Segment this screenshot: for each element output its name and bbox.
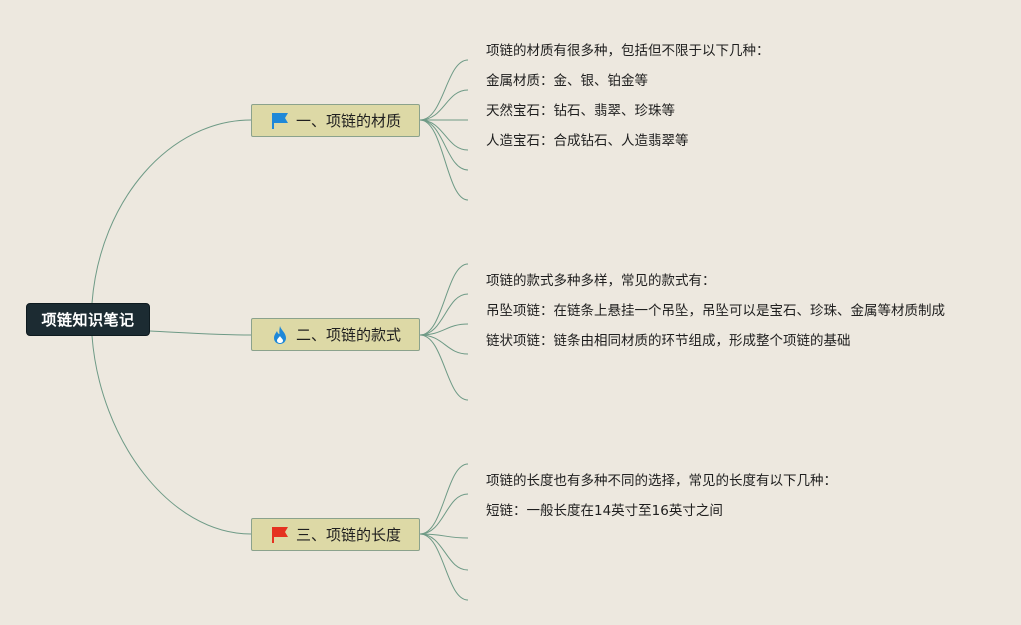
blue-flag-icon: [271, 112, 288, 129]
leaf-item[interactable]: 项链的长度也有多种不同的选择，常见的长度有以下几种：: [486, 473, 837, 489]
connector-branch-leaf: [419, 323, 469, 336]
connector-branch-leaf: [419, 493, 469, 535]
leaf-item[interactable]: 金属材质：金、银、铂金等: [486, 73, 648, 89]
leaf-item[interactable]: 人造宝石：合成钻石、人造翡翠等: [486, 133, 689, 149]
connector-branch-leaf: [419, 119, 469, 151]
branch-topic-label: 三、项链的长度: [295, 526, 401, 544]
red-flag-icon: [271, 526, 288, 543]
connector-root-branch: [91, 119, 252, 304]
branch-topic-label: 一、项链的材质: [295, 112, 401, 130]
leaf-item[interactable]: 短链：一般长度在14英寸至16英寸之间: [486, 503, 723, 519]
branch-topic-material[interactable]: 一、项链的材质: [251, 104, 420, 137]
connector-branch-leaf: [419, 59, 469, 121]
connector-root-branch: [149, 330, 252, 336]
connector-branch-leaf: [419, 533, 469, 571]
blue-flame-icon: [273, 325, 286, 344]
connector-root-branch: [91, 335, 252, 535]
leaf-item[interactable]: 项链的款式多种多样，常见的款式有：: [486, 273, 716, 289]
root-topic[interactable]: 项链知识笔记: [26, 303, 150, 336]
connector-branch-leaf: [419, 263, 469, 336]
connector-branch-leaf: [419, 119, 469, 201]
connector-branch-leaf: [419, 533, 469, 601]
connector-branch-leaf: [419, 334, 469, 355]
connector-branch-leaf: [419, 89, 469, 121]
connector-branch-leaf: [419, 463, 469, 535]
leaf-item[interactable]: 链状项链：链条由相同材质的环节组成，形成整个项链的基础: [486, 333, 851, 349]
branch-topic-style[interactable]: 二、项链的款式: [251, 318, 420, 351]
root-topic-label: 项链知识笔记: [41, 311, 135, 329]
branch-topic-label: 二、项链的款式: [295, 326, 401, 344]
branch-topic-length[interactable]: 三、项链的长度: [251, 518, 420, 551]
connector-branch-leaf: [419, 533, 469, 539]
leaf-item[interactable]: 吊坠项链：在链条上悬挂一个吊坠，吊坠可以是宝石、珍珠、金属等材质制成: [486, 303, 945, 319]
leaf-item[interactable]: 天然宝石：钻石、翡翠、珍珠等: [486, 103, 675, 119]
connector-branch-leaf: [419, 293, 469, 336]
connector-branch-leaf: [419, 119, 469, 171]
leaf-item[interactable]: 项链的材质有很多种，包括但不限于以下几种：: [486, 43, 770, 59]
connector-branch-leaf: [419, 334, 469, 401]
